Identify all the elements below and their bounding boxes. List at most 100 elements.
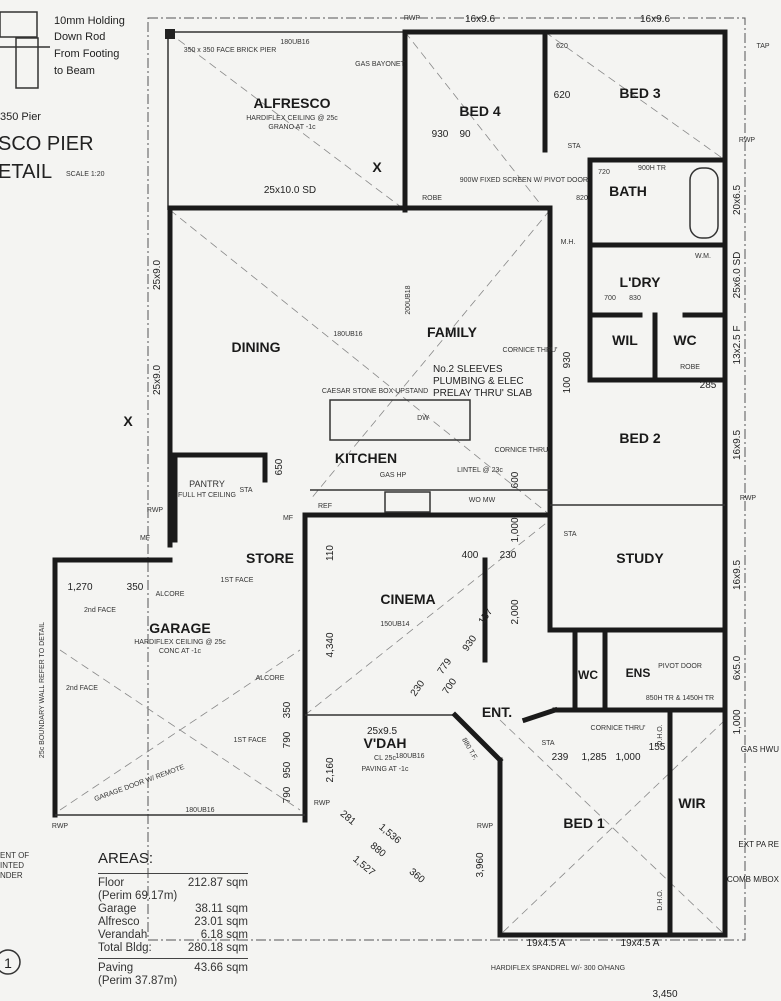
svg-text:1,285: 1,285 <box>581 752 606 763</box>
svg-text:25x9.0: 25x9.0 <box>152 260 163 290</box>
svg-text:820: 820 <box>576 195 588 202</box>
svg-text:MF: MF <box>140 535 150 542</box>
svg-text:X: X <box>123 413 133 429</box>
svg-text:CORNICE THRU': CORNICE THRU' <box>591 725 646 732</box>
svg-text:180UB16: 180UB16 <box>280 39 309 46</box>
svg-text:GARAGE DOOR W/ REMOTE: GARAGE DOOR W/ REMOTE <box>94 764 186 803</box>
pier-detail: 10mm Holding Down Rod From Footing to Be… <box>0 11 125 183</box>
svg-text:25x9.5: 25x9.5 <box>367 726 397 737</box>
svg-text:19x4.5 A: 19x4.5 A <box>527 938 566 949</box>
svg-text:HARDIFLEX CEILING @ 25c: HARDIFLEX CEILING @ 25c <box>134 639 226 646</box>
svg-text:DW: DW <box>417 415 429 422</box>
room-bed2: BED 2 <box>619 430 660 446</box>
room-alfresco: ALFRESCO <box>254 95 331 111</box>
svg-text:350: 350 <box>282 701 293 718</box>
svg-text:TAP: TAP <box>756 43 769 50</box>
svg-text:10mm Holding: 10mm Holding <box>54 15 125 27</box>
svg-text:360: 360 <box>407 867 427 886</box>
svg-text:3,450: 3,450 <box>652 989 677 1000</box>
svg-text:SCALE 1:20: SCALE 1:20 <box>66 171 105 178</box>
room-garage: GARAGE <box>149 620 210 636</box>
svg-text:150UB14: 150UB14 <box>380 621 409 628</box>
svg-text:350: 350 <box>127 582 144 593</box>
svg-text:6x5.0: 6x5.0 <box>732 655 743 680</box>
room-vdah: V'DAH <box>364 735 407 751</box>
svg-text:1,000: 1,000 <box>510 517 521 542</box>
svg-text:NDER: NDER <box>0 871 23 880</box>
svg-text:GAS HP: GAS HP <box>380 472 407 479</box>
svg-text:ETAIL: ETAIL <box>0 161 52 183</box>
room-bed3: BED 3 <box>619 85 660 101</box>
svg-text:HARDIFLEX SPANDREL W/- 300 O/H: HARDIFLEX SPANDREL W/- 300 O/HANG <box>491 965 625 972</box>
svg-text:180UB16: 180UB16 <box>185 807 214 814</box>
svg-text:155: 155 <box>649 742 666 753</box>
svg-text:PLUMBING & ELEC: PLUMBING & ELEC <box>433 376 524 387</box>
svg-text:PIVOT DOOR: PIVOT DOOR <box>658 663 702 670</box>
svg-text:RWP: RWP <box>739 137 756 144</box>
room-family: FAMILY <box>427 324 478 340</box>
svg-text:CAESAR STONE BOX UPSTAND: CAESAR STONE BOX UPSTAND <box>322 388 428 395</box>
svg-text:RWP: RWP <box>314 800 331 807</box>
room-bed1: BED 1 <box>563 815 604 831</box>
svg-text:900W FIXED SCREEN W/ PIVOT DOO: 900W FIXED SCREEN W/ PIVOT DOOR <box>460 177 588 184</box>
area-row: Total Bldg:280.18 sqm <box>98 942 248 954</box>
svg-text:230: 230 <box>409 678 428 698</box>
svg-text:90: 90 <box>459 129 471 140</box>
svg-text:110: 110 <box>325 545 336 561</box>
svg-text:W.M.: W.M. <box>695 253 711 260</box>
room-ens: ENS <box>626 666 651 680</box>
room-wc: WC <box>673 332 696 348</box>
room-kitchen: KITCHEN <box>335 450 397 466</box>
svg-text:285: 285 <box>700 380 717 391</box>
svg-text:13x2.5 F: 13x2.5 F <box>732 326 743 365</box>
svg-text:STA: STA <box>239 487 252 494</box>
svg-text:D.H.O.: D.H.O. <box>657 889 664 910</box>
area-row-paving-perim: (Perim 37.87m) <box>98 975 178 987</box>
svg-text:930: 930 <box>562 351 573 368</box>
svg-text:No.2 SLEEVES: No.2 SLEEVES <box>433 364 503 375</box>
svg-text:ALCORE: ALCORE <box>156 591 185 598</box>
svg-text:650: 650 <box>274 458 285 475</box>
svg-text:779: 779 <box>436 656 455 676</box>
svg-text:RWP: RWP <box>404 15 421 22</box>
svg-text:1,527: 1,527 <box>350 854 377 879</box>
svg-text:16x9.5: 16x9.5 <box>732 560 743 590</box>
svg-text:20x6.5: 20x6.5 <box>732 185 743 215</box>
svg-text:239: 239 <box>552 752 569 763</box>
svg-text:RWP: RWP <box>477 823 494 830</box>
svg-text:2nd FACE: 2nd FACE <box>66 685 98 692</box>
svg-text:16x9.6: 16x9.6 <box>465 14 495 25</box>
svg-text:25x9.0: 25x9.0 <box>152 365 163 395</box>
svg-text:790: 790 <box>282 731 293 748</box>
svg-text:REF: REF <box>318 503 332 510</box>
svg-text:230: 230 <box>500 550 517 561</box>
svg-text:RWP: RWP <box>52 823 69 830</box>
svg-text:CONC AT -1c: CONC AT -1c <box>159 648 202 655</box>
svg-text:930: 930 <box>461 633 480 653</box>
svg-text:Down Rod: Down Rod <box>54 31 105 43</box>
svg-text:PANTRY: PANTRY <box>189 479 225 489</box>
svg-text:GAS BAYONET: GAS BAYONET <box>355 61 405 68</box>
svg-text:STA: STA <box>567 143 580 150</box>
svg-text:180UB16: 180UB16 <box>395 753 424 760</box>
svg-text:RWP: RWP <box>147 507 164 514</box>
svg-text:700: 700 <box>604 295 616 302</box>
plan-notes: 350 x 350 FACE BRICK PIER GAS BAYONET 18… <box>0 14 780 1000</box>
svg-text:19x4.5 A: 19x4.5 A <box>621 938 660 949</box>
svg-text:FULL HT CEILING: FULL HT CEILING <box>178 492 236 499</box>
svg-text:ENT OF: ENT OF <box>0 851 29 860</box>
svg-text:1: 1 <box>4 955 12 971</box>
svg-text:200UB18: 200UB18 <box>405 285 412 314</box>
svg-text:100: 100 <box>562 376 573 393</box>
svg-text:25c BOUNDARY WALL REFER TO DET: 25c BOUNDARY WALL REFER TO DETAIL <box>39 622 46 758</box>
svg-text:SCO PIER: SCO PIER <box>0 133 94 155</box>
svg-text:RWP: RWP <box>740 495 757 502</box>
svg-text:700: 700 <box>441 676 460 696</box>
svg-text:ROBE: ROBE <box>422 195 442 202</box>
svg-text:880 T.F.: 880 T.F. <box>460 737 478 762</box>
